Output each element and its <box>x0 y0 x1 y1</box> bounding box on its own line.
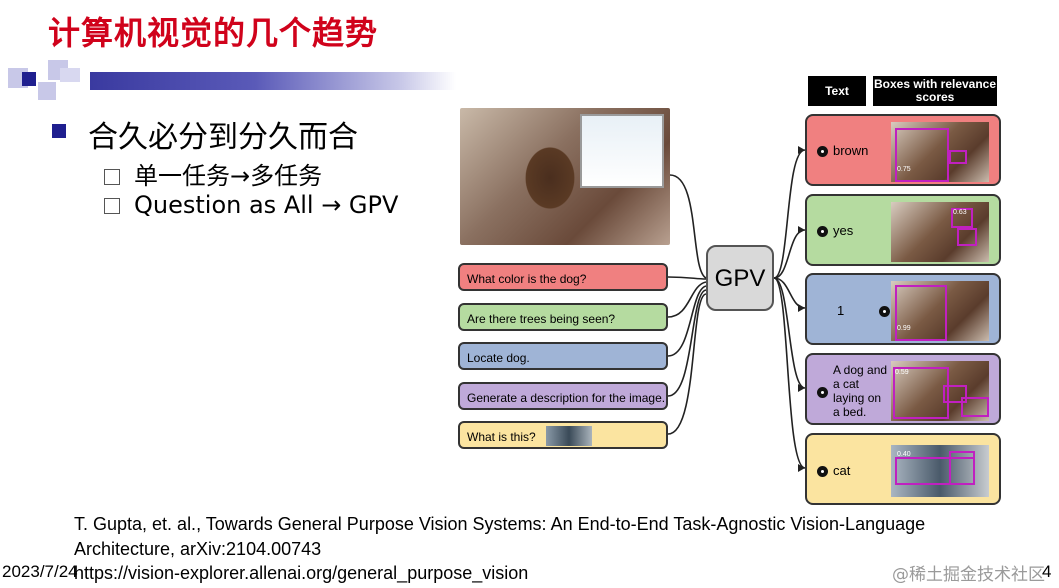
answer-thumbnail: 0.63 <box>891 202 989 262</box>
relevance-box <box>895 128 949 182</box>
slide-title: 计算机视觉的几个趋势 <box>48 14 379 52</box>
slide-date: 2023/7/24 <box>2 562 78 581</box>
sub-bullet-text: Question as All → GPV <box>134 191 399 219</box>
gpv-model-box: GPV <box>706 245 774 311</box>
header-boxes: Boxes with relevance scores <box>873 76 997 106</box>
sub-bullet-2: Question as All → GPV <box>104 191 398 219</box>
answer-4: A dog and a cat laying on a bed. 0.59 <box>805 353 1001 425</box>
question-2: Are there trees being seen? <box>458 303 668 331</box>
score-label: 0.63 <box>953 209 967 216</box>
answer-text: cat <box>833 463 851 478</box>
score-label: 0.75 <box>897 166 911 173</box>
question-1: What color is the dog? <box>458 263 668 291</box>
answer-text: yes <box>833 223 854 238</box>
answer-bullet-icon <box>817 466 828 477</box>
answer-thumbnail: 0.99 <box>891 281 989 341</box>
relevance-box <box>951 208 973 228</box>
main-bullet: 合久必分到分久而合 <box>88 120 358 155</box>
answer-text: A dog and a cat laying on a bed. <box>833 363 888 419</box>
sub-bullet-1: 单一任务→多任务 <box>104 156 322 191</box>
answer-1: brown 0.75 <box>805 114 1001 186</box>
relevance-box <box>895 285 947 341</box>
window-in-image <box>580 114 664 188</box>
question-5: What is this? <box>458 421 668 449</box>
bullet-marker <box>52 124 66 138</box>
answer-text: 1 <box>837 303 845 318</box>
relevance-box <box>961 397 989 417</box>
question-3: Locate dog. <box>458 342 668 370</box>
question-5-text: What is this? <box>467 430 536 444</box>
sub-bullet-marker <box>104 198 120 214</box>
relevance-box <box>957 228 977 246</box>
sub-bullet-marker <box>104 169 120 185</box>
answer-3: 1 0.99 <box>805 273 1001 345</box>
sub-bullet-text: 单一任务→多任务 <box>134 162 323 190</box>
watermark: @稀土掘金技术社区 <box>892 565 1045 585</box>
relevance-box <box>893 367 949 419</box>
answer-thumbnail: 0.75 <box>891 122 989 182</box>
score-label: 0.59 <box>895 369 909 376</box>
relevance-box <box>949 451 975 485</box>
input-image <box>460 108 670 245</box>
header-text: Text <box>808 76 866 106</box>
answer-bullet-icon <box>817 387 828 398</box>
decorative-squares <box>8 60 88 102</box>
reference-line-1: T. Gupta, et. al., Towards General Purpo… <box>74 514 926 534</box>
reference-line-2: Architecture, arXiv:2104.00743 <box>74 539 322 559</box>
answer-5: cat 0.40 <box>805 433 1001 505</box>
answer-thumbnail: 0.59 <box>891 361 989 421</box>
question-4: Generate a description for the image. <box>458 382 668 410</box>
reference-link[interactable]: https://vision-explorer.allenai.org/gene… <box>74 563 529 583</box>
answer-bullet-icon <box>817 146 828 157</box>
answer-bullet-icon <box>879 306 890 317</box>
answer-2: yes 0.63 <box>805 194 1001 266</box>
page-number: 4 <box>1042 562 1052 581</box>
question-thumbnail <box>546 426 592 446</box>
answer-thumbnail: 0.40 <box>891 445 989 497</box>
title-bar <box>90 72 456 90</box>
answer-text: brown <box>833 143 869 158</box>
relevance-box <box>943 385 967 403</box>
relevance-box <box>949 150 967 164</box>
score-label: 0.99 <box>897 325 911 332</box>
score-label: 0.40 <box>897 451 911 458</box>
answer-bullet-icon <box>817 226 828 237</box>
